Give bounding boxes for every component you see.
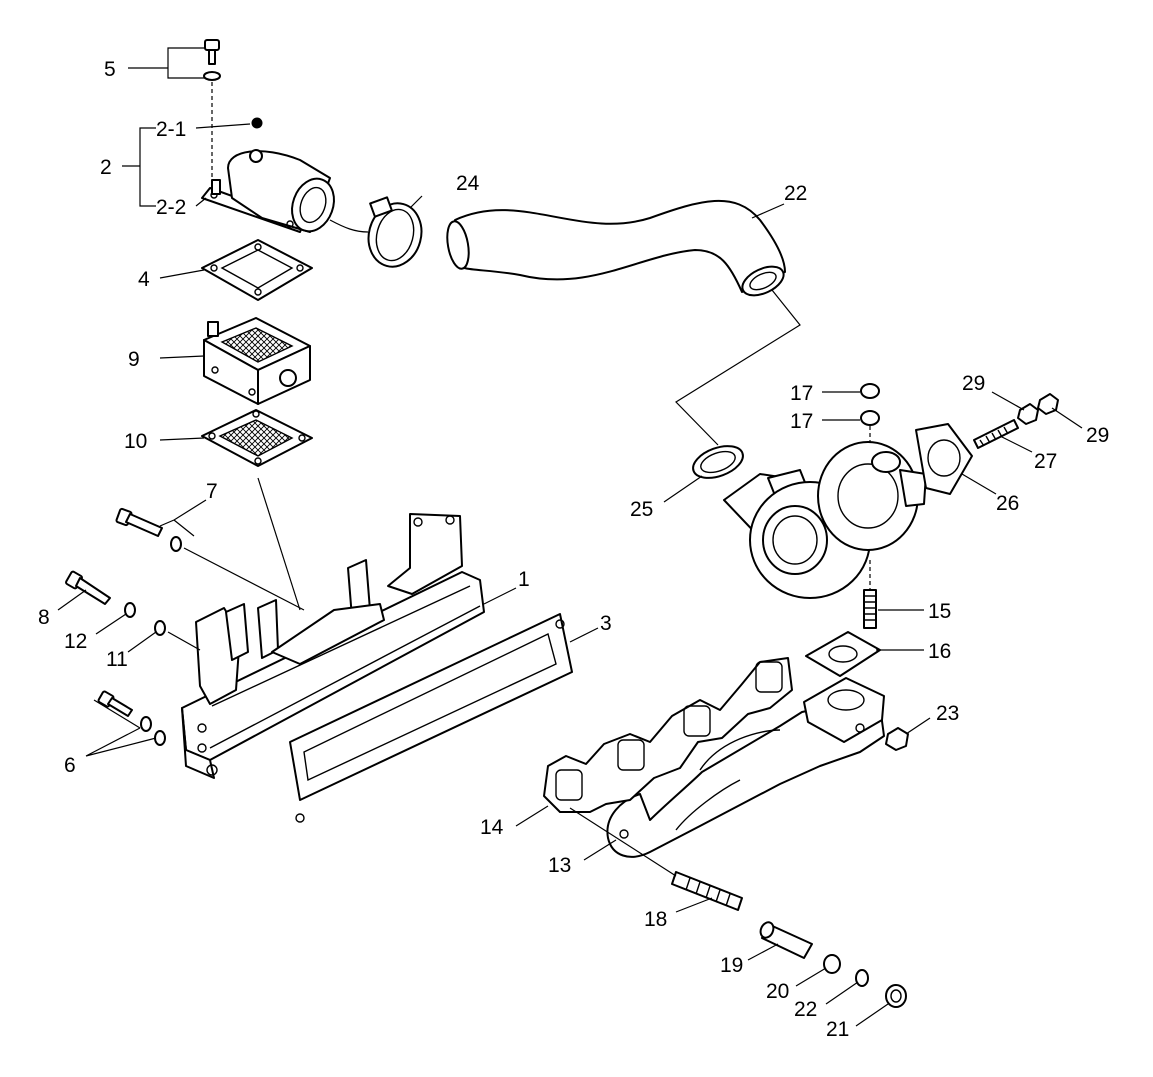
- callout-21: 21: [826, 1018, 849, 1041]
- part-15-stud: [863, 560, 877, 629]
- part-5-bolt-washer: [203, 39, 221, 196]
- part-10-nut: [124, 602, 136, 618]
- part-19-pin: [759, 921, 813, 959]
- callout-18: 18: [644, 908, 667, 931]
- callout-9: 11: [106, 648, 128, 671]
- part-6-bolt: [97, 690, 166, 746]
- part-3-gasket: [289, 613, 573, 823]
- callout-17-lower: 17: [790, 410, 813, 433]
- callout-5: 5: [104, 58, 116, 81]
- part-20-nut: [823, 954, 841, 974]
- callout-6: 6: [64, 754, 76, 777]
- callout-19: 19: [720, 954, 743, 977]
- callout-16: 16: [928, 640, 951, 663]
- part-29-nuts: [1017, 393, 1059, 425]
- callout-12: 10: [124, 430, 147, 453]
- callout-4: 4: [138, 268, 150, 291]
- callout-7: 7: [206, 480, 218, 503]
- part-13-exhaust-manifold: [606, 677, 885, 858]
- callout-1: 1: [518, 568, 530, 591]
- callout-20: 20: [766, 980, 789, 1003]
- callout-17-upper: 17: [790, 382, 813, 405]
- callout-25: 25: [630, 498, 653, 521]
- part-9-washer: [154, 620, 201, 651]
- callout-14: 14: [480, 816, 504, 839]
- leader-lines: [57, 47, 1083, 1027]
- part-8-bolt: [65, 570, 111, 605]
- callout-10: 12: [64, 630, 87, 653]
- callout-29-left: 29: [962, 372, 985, 395]
- part-28-stud: [973, 419, 1019, 449]
- part-14-exhaust-gasket: [543, 657, 793, 813]
- part-turbocharger: [723, 441, 927, 599]
- part-2-2-elbow: [201, 149, 335, 233]
- part-11-block: [203, 317, 311, 405]
- callout-13: 13: [548, 854, 571, 877]
- part-26-clamp: [329, 196, 423, 268]
- callout-27: 26: [996, 492, 1019, 515]
- part-16-gasket: [805, 631, 881, 677]
- callout-3: 3: [600, 612, 612, 635]
- part-21-cap: [885, 984, 907, 1008]
- callout-15: 15: [928, 600, 951, 623]
- part-22-washer: [855, 969, 869, 987]
- callout-22: 22: [794, 998, 817, 1021]
- callout-11: 9: [128, 348, 140, 371]
- callout-2-2: 2-2: [156, 196, 186, 219]
- callout-29-right: 29: [1086, 424, 1109, 447]
- part-27-gasket: [915, 423, 973, 495]
- callout-28: 27: [1034, 450, 1057, 473]
- part-24-hose: [446, 200, 801, 446]
- callout-2: 2: [100, 156, 112, 179]
- part-1-intake-manifold: [181, 513, 485, 779]
- part-18-stud: [569, 807, 743, 911]
- callout-23: 23: [936, 702, 959, 725]
- callout-26: 24: [456, 172, 480, 195]
- callout-labels: 5 2 2-1 2-2 4 9 10 7 8 12 11 6 1 3 24 22…: [38, 58, 1109, 1041]
- part-12-screen: [201, 409, 313, 611]
- part-7-bolt: [115, 507, 305, 611]
- part-25-clamp: [692, 445, 744, 479]
- callout-2-1: 2-1: [156, 118, 186, 141]
- callout-8: 8: [38, 606, 50, 629]
- callout-24: 22: [784, 182, 807, 205]
- part-4-gasket: [201, 239, 313, 301]
- part-23-plug: [885, 727, 909, 751]
- part-2-1-plug: [251, 117, 263, 129]
